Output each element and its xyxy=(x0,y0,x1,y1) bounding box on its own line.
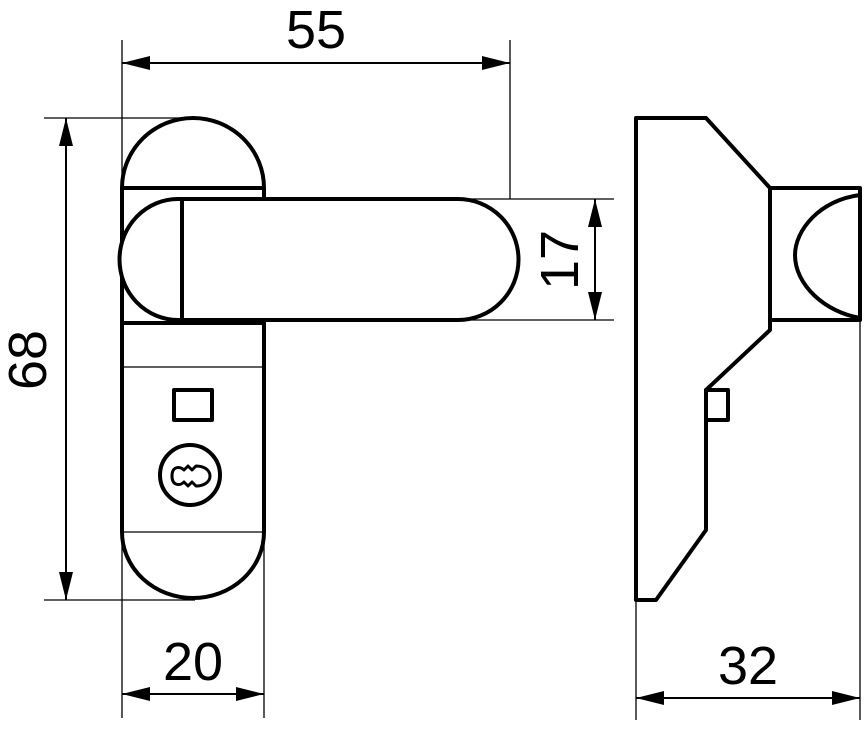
dim-label-side-depth: 32 xyxy=(718,636,778,696)
dimension-overall-width: 55 xyxy=(121,0,511,199)
side-profile-outline xyxy=(634,116,862,602)
lock-indicator-square xyxy=(172,388,214,422)
dim-label-overall-width: 55 xyxy=(286,0,346,60)
dim-label-overall-height: 68 xyxy=(0,330,58,390)
dimension-plate-width: 20 xyxy=(121,532,265,718)
lever-handle-outline xyxy=(117,197,521,322)
side-knob-curve xyxy=(793,193,861,320)
dim-label-lever-height: 17 xyxy=(530,230,590,290)
dimension-overall-height: 68 xyxy=(0,117,195,601)
side-view xyxy=(634,116,862,602)
keyhole-icon xyxy=(158,443,222,507)
dimension-side-depth: 32 xyxy=(635,320,861,720)
dimension-lever-height: 17 xyxy=(458,198,614,321)
side-latch-block xyxy=(704,388,730,422)
front-view xyxy=(117,116,521,600)
dim-label-plate-width: 20 xyxy=(163,632,223,692)
